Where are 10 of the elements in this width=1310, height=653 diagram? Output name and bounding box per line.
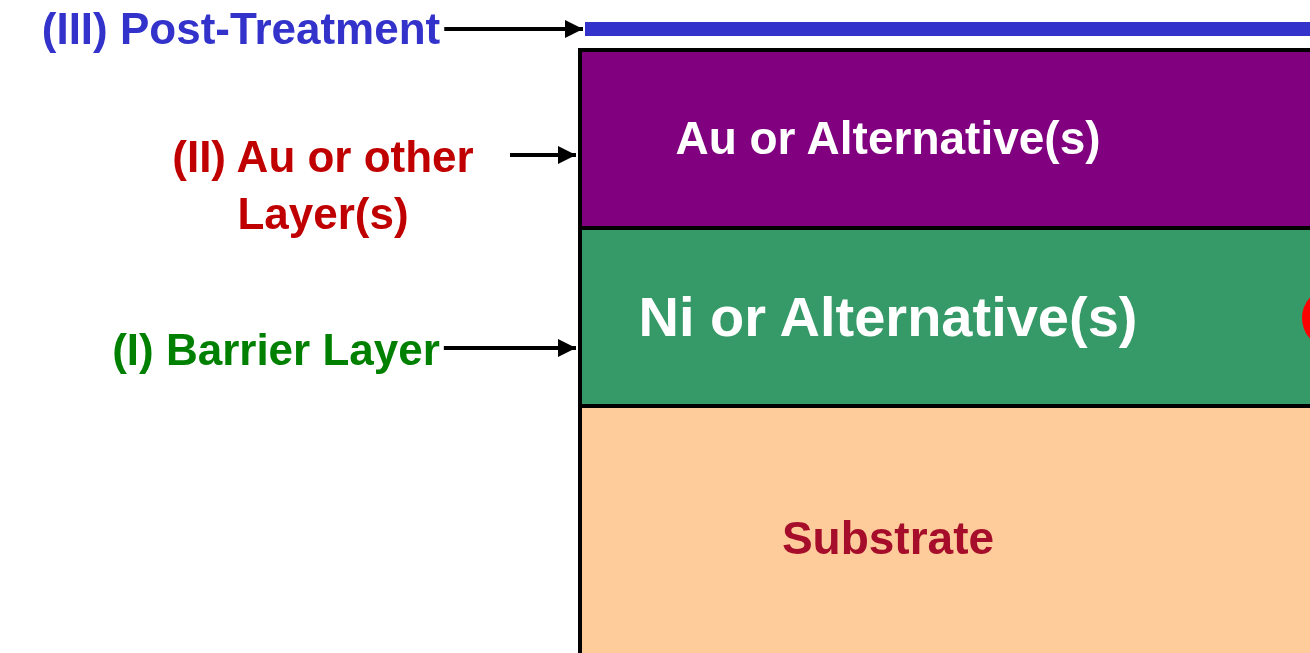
callout-label: (III) Post-Treatment <box>41 3 441 56</box>
post-treatment-film <box>585 22 1310 36</box>
arrow <box>510 146 576 164</box>
callout-label: (II) Au or other Layer(s) <box>171 130 475 240</box>
layer-label: Ni or Alternative(s) <box>638 283 1138 350</box>
arrow <box>443 339 576 357</box>
arrow <box>444 20 583 38</box>
callout-label: (I) Barrier Layer <box>112 324 440 377</box>
layer-label: Au or Alternative(s) <box>675 111 1101 167</box>
layer-label: Substrate <box>781 511 995 567</box>
